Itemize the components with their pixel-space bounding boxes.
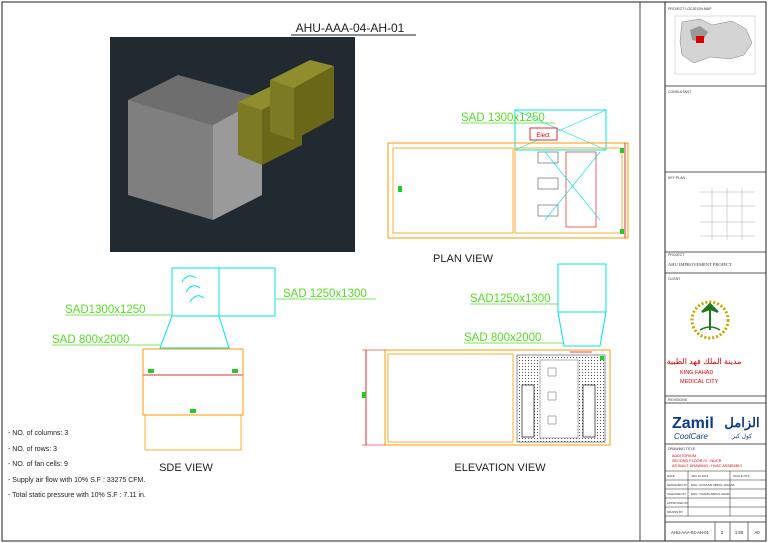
designed-label: DESIGNED BY <box>667 483 688 487</box>
note-item: - NO. of fan cells: 9 <box>8 461 68 468</box>
client-name-en-2: MEDICAL CITY <box>680 379 719 385</box>
plan-elect-tag: Elect <box>536 133 550 139</box>
side-view-label: SDE VIEW <box>159 462 213 474</box>
sheet-number: 2 <box>721 530 724 535</box>
drawing-number: AHU-AAA-04-AH-01 <box>671 530 710 535</box>
location-marker-icon <box>696 36 704 43</box>
contractor-name-en: Zamil <box>672 415 714 432</box>
checked-value: ENG. OSAMA ABDUL AZAM <box>691 492 730 496</box>
designed-value: ENG. HOSSAM ABDUL WAHAB <box>691 483 734 487</box>
drawn-label: DRAWN BY <box>667 510 683 514</box>
elev-sad-low: SAD 800x2000 <box>464 332 541 344</box>
elev-sad-top: SAD1250x1300 <box>470 293 551 305</box>
elevation-view: SAD1250x1300 SAD 800x2000 ELEVATION VIEW <box>362 263 611 474</box>
sheet-size: A0 <box>754 530 760 535</box>
project-label: PROJECT <box>668 253 685 257</box>
drawing-title: AHU-AAA-04-AH-01 <box>296 21 405 35</box>
side-view: SAD 1250x1300 SAD1300x1250 SAD 800x2000 … <box>52 267 376 474</box>
side-sad-low: SAD 800x2000 <box>52 334 129 346</box>
note-item: - Total static pressure with 10% S.F : 7… <box>8 492 146 499</box>
note-item: - NO. of rows: 3 <box>8 445 58 453</box>
key-plan-label: PROJECT LOCATION MAP <box>668 7 712 11</box>
key-plan2-label: KEY PLAN <box>668 176 686 180</box>
notes-list: - NO. of columns: 3 - NO. of rows: 3 - N… <box>8 426 238 504</box>
project-name: AHU IMPROVEMENT PROJECT <box>668 262 732 267</box>
scale-label: SCALE NTS <box>733 474 750 478</box>
isometric-render <box>110 37 355 252</box>
date-value: JAN 10 2019 <box>691 474 709 478</box>
consultant-label: CONSULTANT <box>668 90 692 94</box>
scale-value: 1:50 <box>735 530 744 535</box>
note-item: - Supply air flow with 10% S.F : 33275 C… <box>8 476 146 484</box>
plan-view: SAD 1300x1250 Elect PLAN VIEW <box>387 109 629 265</box>
revisions-label: REVISIONS <box>668 398 688 402</box>
drawing-title-label: DRAWING TITLE <box>668 447 696 451</box>
client-logo-icon <box>690 300 730 340</box>
note-item: - NO. of columns: 3 <box>8 430 69 437</box>
date-label: DATE <box>667 474 675 478</box>
sheet-title-1: AUDITORIUM <box>672 454 696 458</box>
client-name-ar: مدينة الملك فهد الطبية <box>667 357 742 366</box>
contractor-sub-ar: كول كير <box>731 433 752 440</box>
contractor-name-ar: الزامل <box>724 415 759 431</box>
plan-view-label: PLAN VIEW <box>433 253 494 265</box>
side-sad-mid: SAD1300x1250 <box>65 304 146 316</box>
side-sad-top: SAD 1250x1300 <box>283 288 367 300</box>
client-name-en-1: KING FAHAD <box>680 370 713 376</box>
elevation-view-label: ELEVATION VIEW <box>454 462 546 474</box>
title-block: PROJECT LOCATION MAP CONSULTANT KEY PLAN… <box>639 1 767 542</box>
checked-label: CHECKED BY <box>667 492 687 496</box>
client-label: CLIENT <box>668 277 681 281</box>
approved-label: APPROVED BY <box>667 501 689 505</box>
plan-sad-label: SAD 1300x1250 <box>461 112 545 124</box>
sheet-title-3: AS BUILT DRAWING - HVAC ASSEMBLY <box>672 464 743 468</box>
contractor-sub-en: CoolCare <box>674 432 708 441</box>
sheet-title-2: SECOND FLOOR IV - NUCR <box>672 459 722 463</box>
